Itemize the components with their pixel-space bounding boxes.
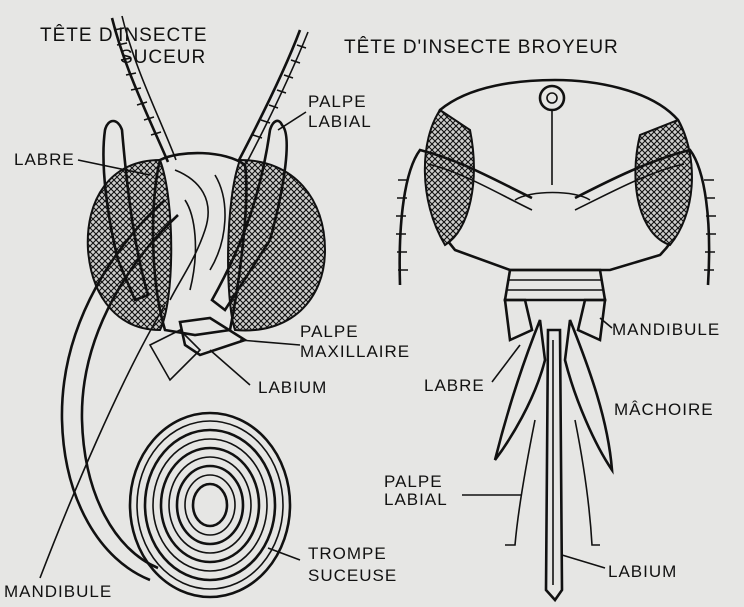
leader-palpe-max [240,340,300,345]
leader-trompe [268,548,300,560]
leader-labre-right [492,345,520,382]
left-maxilla [495,320,545,460]
clypeus [505,270,605,300]
label-trompe-2: SUCEUSE [308,566,397,585]
mouthpart-contours [170,170,225,300]
label-labium-right: LABIUM [608,562,677,581]
chewing-right-eye [635,120,692,245]
sucking-head-illustration [40,16,325,597]
leader-palpe-labial-left [278,112,306,130]
left-mandible [505,300,532,340]
label-mandibule-right: MANDIBULE [612,320,720,339]
coiled-proboscis [130,413,290,597]
ocellus [540,86,564,110]
right-mandible [578,300,605,340]
labium-part [150,330,200,380]
label-mandibule-left: MANDIBULE [4,582,112,601]
label-palpe-labial-left-2: LABIAL [308,112,372,131]
left-title-line2: SUCEUR [120,48,206,67]
label-trompe-1: TROMPE [308,544,387,563]
leader-labium-left [210,350,250,385]
chewing-head-illustration [396,80,716,600]
label-labium-left: LABIUM [258,378,327,397]
label-palpe-max-2: MAXILLAIRE [300,342,410,361]
left-title-line1: TÊTE D'INSECTE [40,26,208,45]
label-machoire: MÂCHOIRE [614,400,714,419]
right-title: TÊTE D'INSECTE BROYEUR [344,38,619,57]
label-palpe-labial-left-1: PALPE [308,92,367,111]
label-palpe-labial-right-2: LABIAL [384,490,448,509]
label-labre-right: LABRE [424,376,485,395]
frons [515,110,590,200]
right-maxilla [565,320,612,470]
right-labial-palp [575,420,600,545]
label-palpe-max-1: PALPE [300,322,359,341]
leader-mandibule-left [40,305,165,578]
label-labre-left: LABRE [14,150,75,169]
central-labium [546,330,562,600]
right-antenna-outer [246,32,308,164]
label-palpe-labial-right-1: PALPE [384,472,443,491]
leader-labium-right [562,555,605,568]
